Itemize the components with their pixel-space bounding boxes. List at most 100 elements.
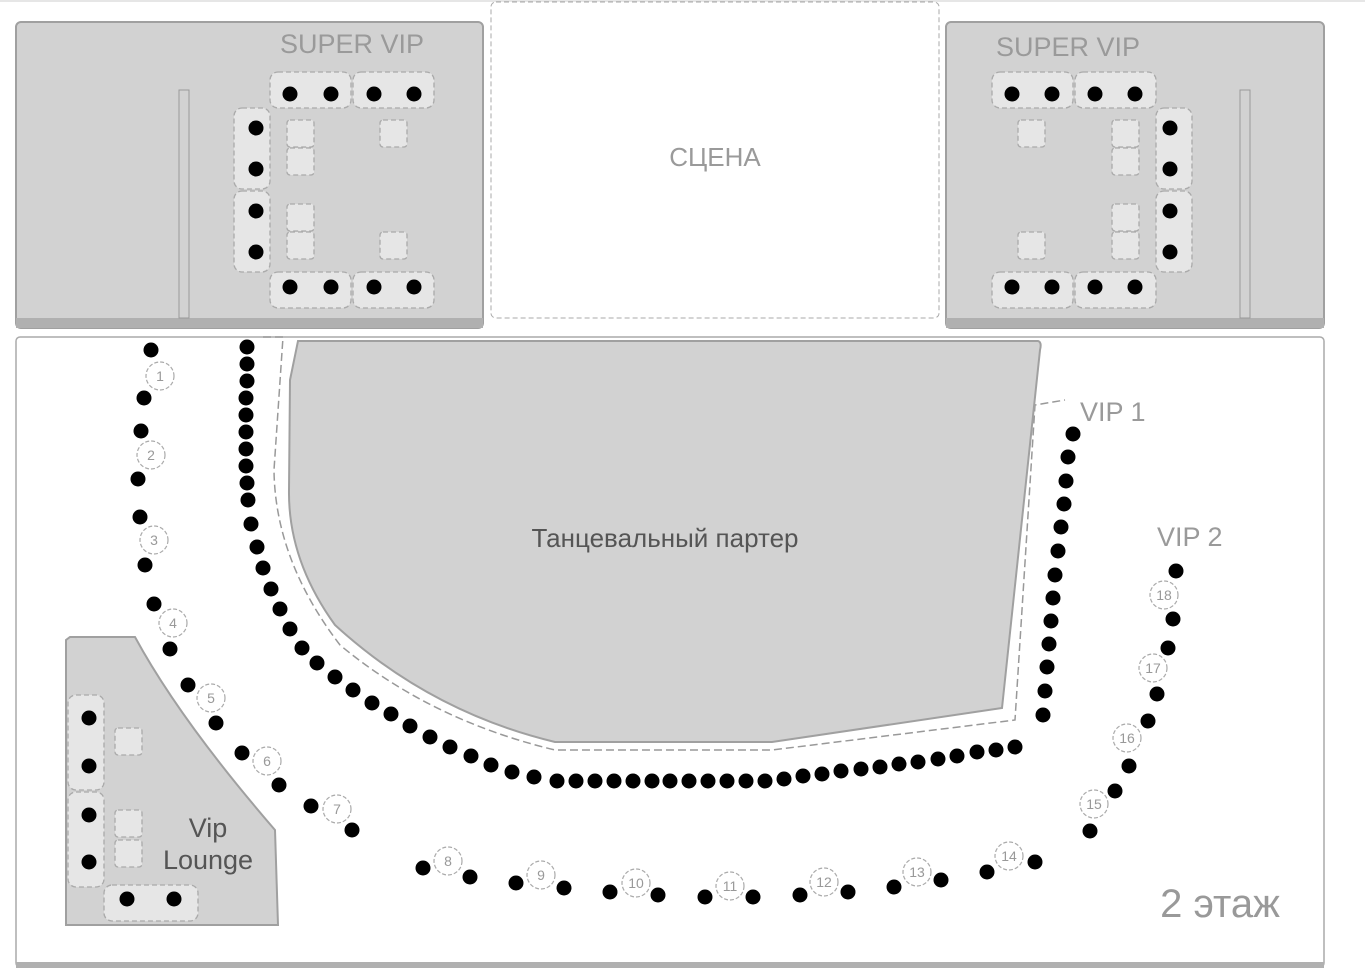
table-circle[interactable] [139,525,169,555]
seat[interactable] [162,641,178,657]
seat[interactable] [1140,713,1156,729]
table-circle[interactable] [252,746,282,776]
seat[interactable] [136,390,152,406]
seat[interactable] [1058,473,1074,489]
seat[interactable] [180,677,196,693]
table-circle[interactable] [621,868,651,898]
seat[interactable] [243,516,259,532]
seat[interactable] [1056,496,1072,512]
table-circle[interactable] [145,361,175,391]
seat[interactable] [1121,758,1137,774]
table-circle[interactable] [809,867,839,897]
table-circle[interactable] [902,857,932,887]
seat[interactable] [979,864,995,880]
seat[interactable] [1127,279,1143,295]
seat[interactable] [366,279,382,295]
table-6[interactable]: 6 [252,746,282,776]
seat[interactable] [840,884,856,900]
seat[interactable] [1043,613,1059,629]
seat[interactable] [1127,86,1143,102]
seat[interactable] [792,887,808,903]
seat[interactable] [442,739,458,755]
seat[interactable] [415,860,431,876]
seat[interactable] [606,773,622,789]
table-14[interactable]: 14 [994,841,1024,871]
table-16[interactable]: 16 [1112,723,1142,753]
seat[interactable] [255,560,271,576]
seat[interactable] [137,557,153,573]
seat[interactable] [248,244,264,260]
table-3[interactable]: 3 [139,525,169,555]
seat[interactable] [1082,823,1098,839]
table-5[interactable]: 5 [196,683,226,713]
table-10[interactable]: 10 [621,868,651,898]
table-circle[interactable] [994,841,1024,871]
seat[interactable] [697,889,713,905]
seat[interactable] [344,822,360,838]
seat[interactable] [402,718,418,734]
table-circle[interactable] [526,860,556,890]
seat[interactable] [130,471,146,487]
seat[interactable] [366,86,382,102]
seat[interactable] [549,773,565,789]
table-circle[interactable] [1079,789,1109,819]
seat[interactable] [323,86,339,102]
seat[interactable] [81,710,97,726]
seat[interactable] [143,342,159,358]
seat[interactable] [1162,244,1178,260]
seat[interactable] [1087,86,1103,102]
seat[interactable] [1149,686,1165,702]
seat[interactable] [248,161,264,177]
table-circle[interactable] [196,683,226,713]
seat[interactable] [272,601,288,617]
seat[interactable] [949,748,965,764]
table-circle[interactable] [1138,653,1168,683]
seat[interactable] [872,759,888,775]
table-circle[interactable] [1112,723,1142,753]
seat[interactable] [1107,783,1123,799]
seat[interactable] [1087,279,1103,295]
seat[interactable] [364,695,380,711]
seat[interactable] [406,86,422,102]
seat[interactable] [1168,563,1184,579]
seat[interactable] [795,768,811,784]
table-12[interactable]: 12 [809,867,839,897]
seat[interactable] [345,682,361,698]
table-11[interactable]: 11 [715,871,745,901]
seat[interactable] [239,373,255,389]
seat[interactable] [1162,203,1178,219]
table-circle[interactable] [1149,580,1179,610]
seat[interactable] [1041,636,1057,652]
dance-floor-zone[interactable]: Танцевальный партер [263,336,1066,751]
seat[interactable] [556,880,572,896]
seat[interactable] [1039,659,1055,675]
seat[interactable] [81,807,97,823]
seat[interactable] [933,872,949,888]
seat[interactable] [282,86,298,102]
seat[interactable] [208,715,224,731]
seat[interactable] [1004,279,1020,295]
seat[interactable] [833,763,849,779]
seat[interactable] [930,751,946,767]
seat[interactable] [1044,86,1060,102]
seat[interactable] [234,745,250,761]
seat[interactable] [282,279,298,295]
seat[interactable] [738,773,754,789]
table-circle[interactable] [322,794,352,824]
seat[interactable] [1037,683,1053,699]
seat[interactable] [383,706,399,722]
seat[interactable] [662,773,678,789]
seat[interactable] [327,669,343,685]
seat[interactable] [323,279,339,295]
seat[interactable] [1027,854,1043,870]
seat[interactable] [1035,707,1051,723]
table-circle[interactable] [158,608,188,638]
seat[interactable] [886,879,902,895]
seat[interactable] [166,891,182,907]
table-circle[interactable] [433,846,463,876]
seat[interactable] [249,539,265,555]
seat[interactable] [81,854,97,870]
seat[interactable] [271,777,287,793]
seat[interactable] [1165,611,1181,627]
